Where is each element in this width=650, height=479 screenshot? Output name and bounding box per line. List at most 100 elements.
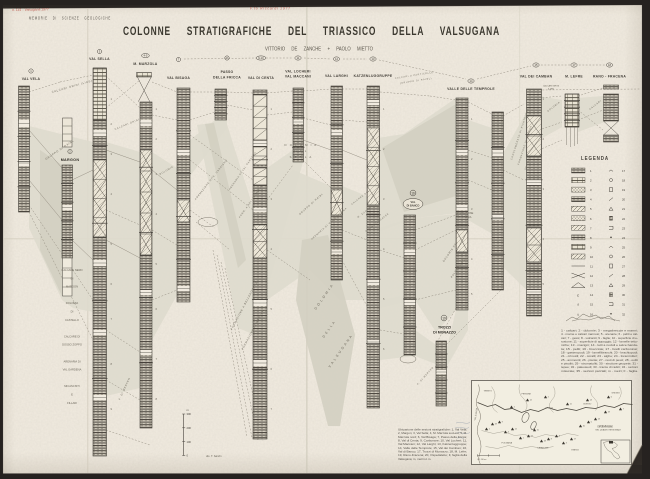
svg-text:rosione; 11 - superficie di ap: rosione; 11 - superficie di appoggio; 12… <box>561 340 638 344</box>
svg-text:F.to Riccardi 1977: F.to Riccardi 1977 <box>250 7 290 11</box>
svg-text:4: 4 <box>508 432 509 434</box>
svg-text:OSPEDALETTO: OSPEDALETTO <box>598 425 614 428</box>
svg-text:16: 16 <box>411 191 415 195</box>
svg-text:17: 17 <box>622 169 626 173</box>
svg-text:1: 1 <box>111 97 113 101</box>
svg-text:n. 141 - Valsugana 1977: n. 141 - Valsugana 1977 <box>12 7 49 12</box>
svg-text:DI BANCO: DI BANCO <box>407 204 420 208</box>
svg-text:8: 8 <box>551 439 552 441</box>
svg-text:16: 16 <box>590 312 594 316</box>
svg-text:COLONNE STRATIGRAFICHE DEL TRI: COLONNE STRATIGRAFICHE DEL TRIASSICO DEL… <box>123 24 500 38</box>
svg-text:4: 4 <box>559 436 560 438</box>
svg-text:MEMORIE DI SCIENZE GEOLOGICHE: MEMORIE DI SCIENZE GEOLOGICHE <box>29 16 111 21</box>
svg-text:15: 15 <box>535 63 538 67</box>
svg-text:13: 13 <box>372 57 375 61</box>
svg-text:2: 2 <box>514 407 515 409</box>
svg-text:S E R L A: S E R L A <box>290 155 313 159</box>
svg-text:0: 0 <box>187 454 189 458</box>
svg-text:4: 4 <box>383 247 385 251</box>
svg-text:4: 4 <box>543 237 545 241</box>
svg-text:32: 32 <box>622 312 626 316</box>
svg-text:VAL GARDENA: VAL GARDENA <box>63 368 82 372</box>
svg-text:VAL DEI CAMBAN: VAL DEI CAMBAN <box>520 75 553 79</box>
svg-text:VALLE DELLE TEMPROLE: VALLE DELLE TEMPROLE <box>447 87 495 91</box>
svg-text:1: 1 <box>590 169 592 173</box>
svg-text:28: 28 <box>622 274 626 278</box>
svg-text:26: 26 <box>622 255 626 259</box>
svg-text:14: 14 <box>470 79 473 83</box>
svg-text:19: 19 <box>608 412 610 414</box>
svg-text:0 5 10 km: 0 5 10 km <box>478 459 487 461</box>
svg-text:3: 3 <box>383 197 385 201</box>
svg-text:5: 5 <box>591 422 592 424</box>
svg-text:4: 4 <box>271 247 273 251</box>
svg-text:VAL SELLA: VAL SELLA <box>89 57 110 61</box>
svg-text:c: c <box>577 293 579 298</box>
svg-text:19, Rano-Fracena; 20, Ospedale: 19, Rano-Fracena; 20, Ospedaletto; F, fa… <box>398 453 467 457</box>
svg-text:11: 11 <box>570 404 572 406</box>
svg-text:MICASCISTI: MICASCISTI <box>64 384 80 388</box>
svg-text:9: 9 <box>502 422 503 424</box>
svg-text:3: 3 <box>590 188 592 192</box>
svg-text:M. LEFRE: M. LEFRE <box>565 75 583 79</box>
svg-text:2: 2 <box>271 147 273 151</box>
svg-text:5: 5 <box>111 242 113 246</box>
svg-text:(LIAS): (LIAS) <box>548 88 554 91</box>
svg-text:DI MONAZZO: DI MONAZZO <box>433 331 456 335</box>
svg-text:17: 17 <box>531 436 533 438</box>
svg-text:100: 100 <box>187 440 192 444</box>
svg-text:DOLOMIA: DOLOMIA <box>547 101 561 113</box>
svg-text:10: 10 <box>590 255 594 259</box>
svg-text:6: 6 <box>590 217 592 221</box>
svg-text:VAL DI CENTA: VAL DI CENTA <box>248 76 274 80</box>
svg-text:12: 12 <box>590 274 594 278</box>
svg-text:2, Margon; 3, Val Sella; 4, M.: 2, Margon; 3, Val Sella; 4, M. Marzola s… <box>398 431 467 435</box>
svg-text:4-5: 4-5 <box>143 54 147 58</box>
svg-text:5: 5 <box>156 262 158 266</box>
svg-text:14: 14 <box>590 293 594 297</box>
svg-text:CALCARI A PARTICELLE: CALCARI A PARTICELLE <box>395 71 434 80</box>
svg-text:2: 2 <box>383 147 385 151</box>
svg-text:6: 6 <box>383 347 385 351</box>
svg-text:5: 5 <box>383 297 385 301</box>
svg-text:2: 2 <box>69 150 71 154</box>
svg-text:12: 12 <box>335 57 338 61</box>
svg-text:LEVICO: LEVICO <box>546 408 554 410</box>
svg-text:t: t <box>577 312 579 317</box>
svg-text:VITTORIO DE ZANCHE + PAOLO M: VITTORIO DE ZANCHE + PAOLO MIETTO <box>265 47 373 53</box>
svg-text:e pisoliti; 29 - stromatoliti;: e pisoliti; 29 - stromatoliti; 30 - stru… <box>561 362 638 366</box>
svg-text:200: 200 <box>187 426 192 430</box>
svg-text:12: 12 <box>530 400 532 402</box>
svg-text:DOLOMIA: DOLOMIA <box>159 165 174 176</box>
svg-text:tepee; 32 - paleosuoli; 33 - t: tepee; 32 - paleosuoli; 33 - tracce di r… <box>561 365 638 369</box>
svg-text:3: 3 <box>99 50 101 54</box>
svg-text:7: 7 <box>623 409 624 411</box>
svg-text:18: 18 <box>622 179 626 183</box>
svg-text:30: 30 <box>622 293 626 297</box>
svg-text:1: 1 <box>383 107 385 111</box>
svg-text:FORMAZIONE: FORMAZIONE <box>457 212 474 215</box>
svg-text:27: 27 <box>622 265 626 269</box>
svg-text:13: 13 <box>590 284 594 288</box>
svg-text:CASTELLO: CASTELLO <box>65 318 79 322</box>
svg-text:LA VALSUGANA: LA VALSUGANA <box>598 426 614 429</box>
svg-text:(GRUPPO DI RAIBL): (GRUPPO DI RAIBL) <box>400 77 433 85</box>
svg-text:Marzola nord; 6, Val Bisaga; 7: Marzola nord; 6, Val Bisaga; 7, Passo de… <box>398 435 467 439</box>
svg-text:Val Maccani; 12, Val Larghi; 1: Val Maccani; 12, Val Larghi; 13, Katzenl… <box>398 442 467 446</box>
svg-text:18 - gasteropodi; 19 - lamelli: 18 - gasteropodi; 19 - lamellibranchi; 2… <box>561 351 638 355</box>
svg-text:1: 1 <box>523 438 524 440</box>
svg-text:2: 2 <box>111 122 113 126</box>
svg-text:19: 19 <box>442 316 446 320</box>
svg-text:18: 18 <box>544 441 546 443</box>
svg-text:300: 300 <box>187 412 192 416</box>
svg-text:RANO - FRACENA: RANO - FRACENA <box>593 75 626 79</box>
svg-text:VAL VELA: VAL VELA <box>22 77 41 81</box>
svg-text:3: 3 <box>156 172 158 176</box>
svg-text:cari; 7 - gessi; 8 - vulcaniti: cari; 7 - gessi; 8 - vulcaniti; 9 - fagl… <box>561 336 638 340</box>
svg-text:E: E <box>71 393 73 397</box>
svg-text:CALCARI GRIGI: CALCARI GRIGI <box>543 85 560 88</box>
svg-text:DOLOMIA: DOLOMIA <box>66 301 79 305</box>
svg-text:8, Val di Centa; 9, Carbonare;: 8, Val di Centa; 9, Carbonare; 10, Val L… <box>398 439 467 443</box>
svg-text:DOSSO ZOPPO: DOSSO ZOPPO <box>62 343 82 347</box>
svg-text:misurate; 35 - sezioni parzial: misurate; 35 - sezioni parziali; m - met… <box>561 369 638 373</box>
